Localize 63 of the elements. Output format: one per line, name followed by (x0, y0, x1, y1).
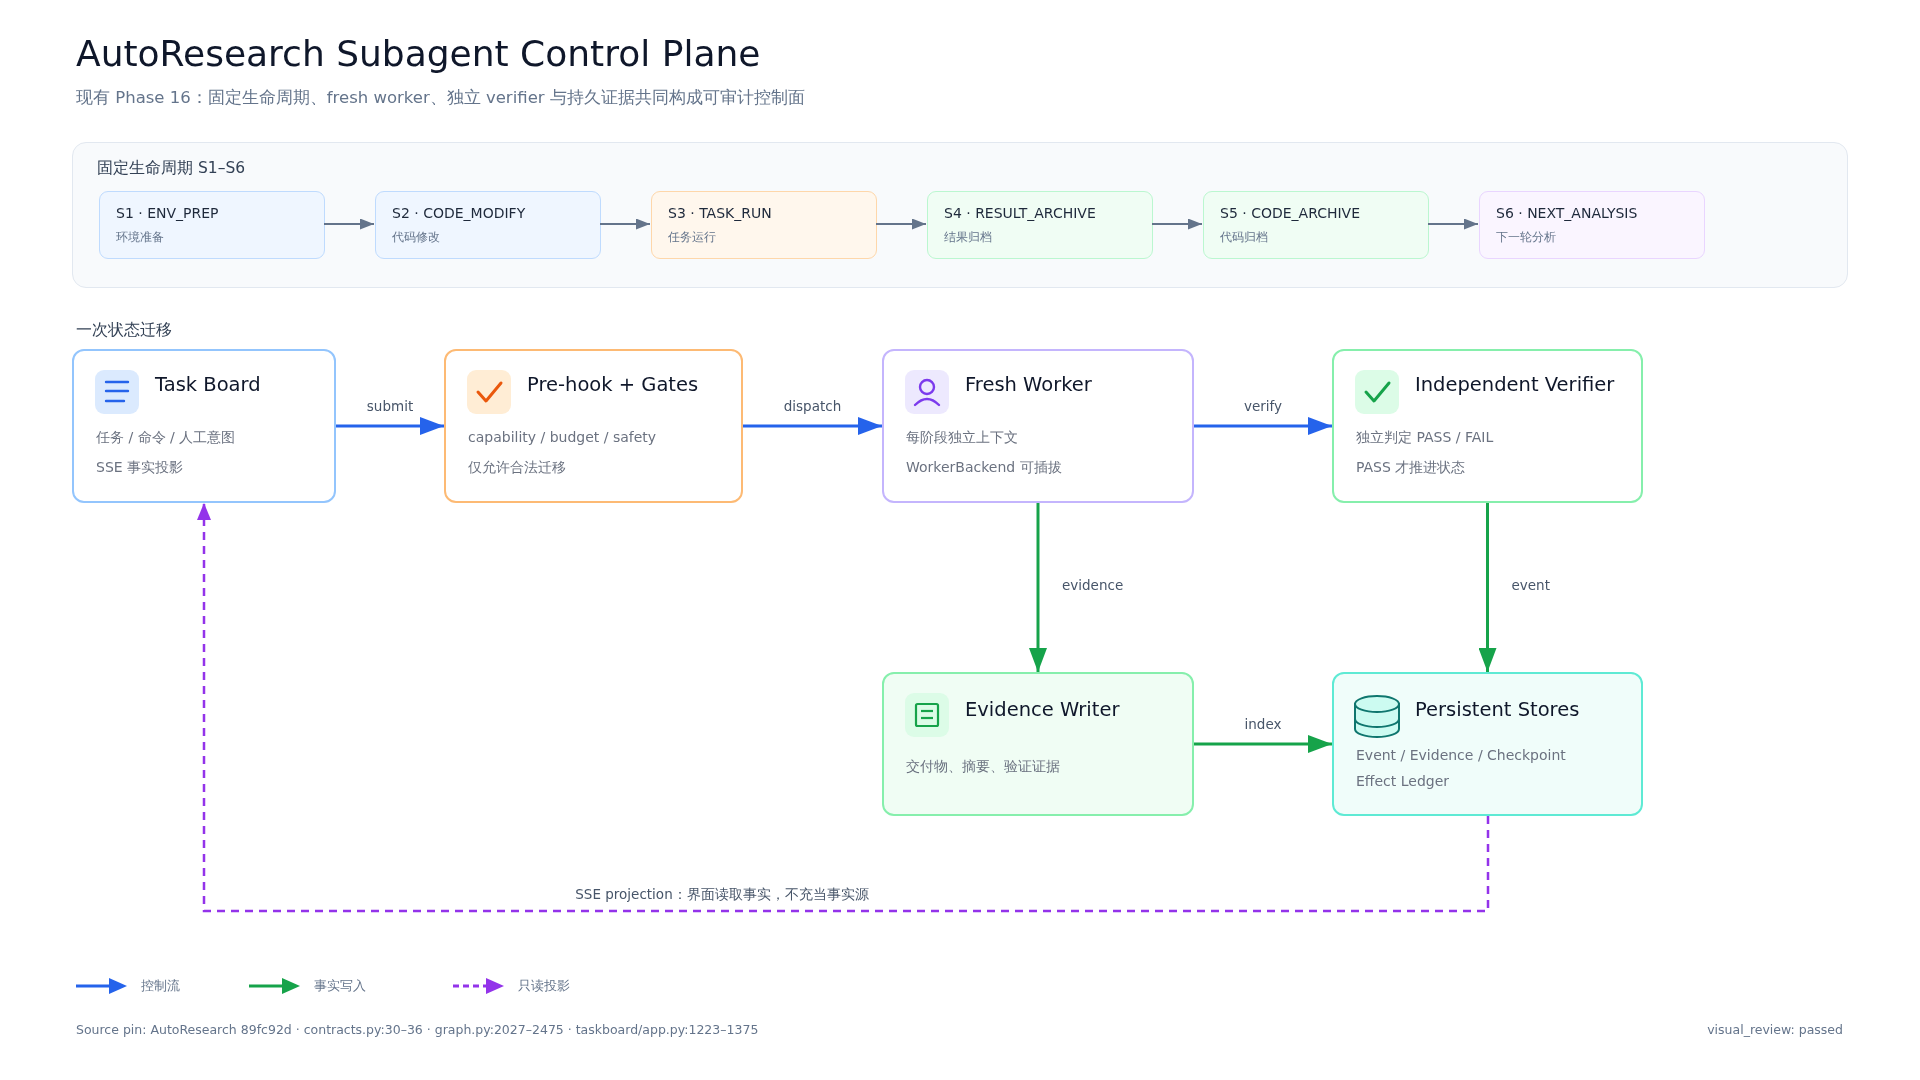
card-title: Fresh Worker (965, 372, 1092, 398)
panel-heading: 固定生命周期 S1–S6 (97, 158, 246, 179)
card-text: capability / budget / safety (468, 428, 657, 447)
stage-subtitle: 代码修改 (392, 229, 440, 246)
lifecycle-panel (72, 142, 1848, 288)
arrow (1194, 417, 1332, 435)
stage-subtitle: 下一轮分析 (1496, 229, 1556, 246)
component-card (72, 349, 336, 503)
stage-box (375, 191, 601, 259)
legend-label: 只读投影 (518, 977, 570, 995)
arrow (1151, 218, 1203, 230)
legend-label: 事实写入 (314, 977, 366, 995)
card-title: Independent Verifier (1415, 372, 1615, 398)
card-title: Task Board (155, 372, 261, 398)
arrow (599, 218, 651, 230)
stage-box (1203, 191, 1429, 259)
footer-note: Source pin: AutoResearch 89fc92d · contracts.py:30–36 · graph.py:2027–2475 · taskboard/app.py:1223–1375 (76, 1021, 759, 1039)
stage-title: S2 · CODE_MODIFY (392, 204, 526, 223)
arrow (336, 417, 444, 435)
card-text: 独立判定 PASS / FAIL (1356, 428, 1494, 447)
stage-title: S1 · ENV_PREP (116, 204, 219, 223)
stage-subtitle: 代码归档 (1220, 229, 1268, 246)
stage-subtitle: 任务运行 (668, 229, 716, 246)
card-text: Effect Ledger (1356, 772, 1450, 791)
stage-box (99, 191, 325, 259)
card-title: Persistent Stores (1415, 697, 1580, 723)
arrow (1478, 503, 1497, 672)
dashed-arrow (197, 503, 1490, 913)
stage-box (651, 191, 877, 259)
component-card (882, 672, 1194, 816)
stage-title: S3 · TASK_RUN (668, 204, 772, 223)
stage-subtitle: 环境准备 (116, 229, 164, 246)
component-card (1332, 349, 1643, 503)
stage-title: S5 · CODE_ARCHIVE (1220, 204, 1361, 223)
card-text: 交付物、摘要、验证证据 (906, 757, 1060, 776)
arrow (1194, 735, 1332, 753)
diagram-title: AutoResearch Subagent Control Plane (76, 32, 761, 76)
card-text: 每阶段独立上下文 (906, 428, 1018, 447)
stage-box (1479, 191, 1705, 259)
arrow (1029, 503, 1047, 672)
card-text: PASS 才推进状态 (1356, 458, 1466, 477)
stage-title: S4 · RESULT_ARCHIVE (944, 204, 1096, 223)
card-text: 仅允许合法迁移 (468, 458, 566, 477)
footer-note: visual_review: passed (1707, 1021, 1843, 1039)
component-card (882, 349, 1194, 503)
stage-box (927, 191, 1153, 259)
arrow (743, 417, 882, 435)
subtitle: 现有 Phase 16：固定生命周期、fresh worker、独立 verifier 与持久证据共同构成可审计控制面 (76, 87, 805, 109)
card-title: Pre-hook + Gates (527, 372, 699, 398)
component-card (1332, 672, 1643, 816)
arrow (875, 218, 927, 230)
arrow (1427, 218, 1479, 230)
card-text: 任务 / 命令 / 人工意图 (96, 428, 236, 447)
card-text: Event / Evidence / Checkpoint (1356, 746, 1566, 765)
card-title: Evidence Writer (965, 697, 1120, 723)
section-label: 一次状态迁移 (76, 320, 172, 341)
legend-label: 控制流 (141, 977, 180, 995)
card-text: WorkerBackend 可插拔 (906, 458, 1062, 477)
component-card (444, 349, 743, 503)
card-text: SSE 事实投影 (96, 458, 184, 477)
stage-subtitle: 结果归档 (944, 229, 992, 246)
stage-title: S6 · NEXT_ANALYSIS (1496, 204, 1638, 223)
arrow (323, 218, 375, 230)
